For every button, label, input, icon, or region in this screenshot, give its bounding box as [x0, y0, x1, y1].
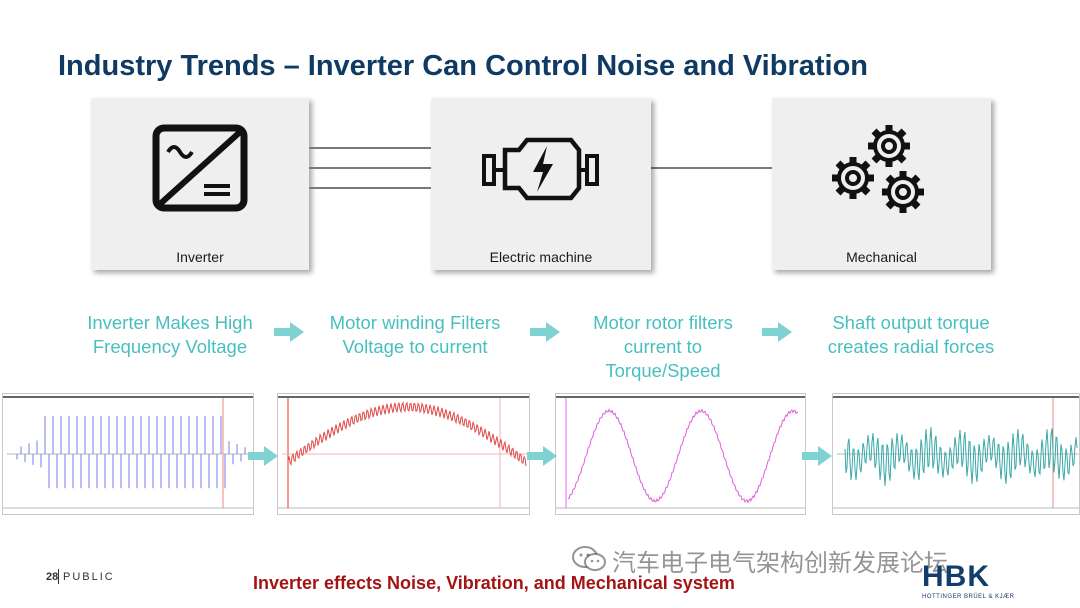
- electric-motor-icon: [481, 136, 601, 207]
- electric-machine-box: Electric machine: [431, 98, 651, 270]
- watermark: 汽车电子电气架构创新发展论坛: [572, 543, 948, 578]
- inverter-icon: [152, 124, 248, 217]
- classification-label: PUBLIC: [63, 571, 115, 583]
- step-line: Motor rotor filters: [593, 312, 733, 333]
- step-line: creates radial forces: [827, 336, 995, 357]
- inverter-box: Inverter: [91, 98, 309, 270]
- waveform-arrow-icon: [527, 446, 557, 466]
- inverter-label: Inverter: [176, 249, 224, 265]
- step-rotor-text: Motor rotor filters current to Torque/Sp…: [568, 311, 758, 383]
- page-title: Industry Trends – Inverter Can Control N…: [58, 50, 869, 82]
- wechat-icon: [572, 546, 606, 571]
- winding-current-waveform: [277, 393, 530, 515]
- step-line: current to: [623, 336, 703, 357]
- logo-subtitle: HOTTINGER BRÜEL & KJÆR: [922, 594, 1015, 600]
- step-inverter-text: Inverter Makes High Frequency Voltage: [70, 311, 270, 359]
- mechanical-box: Mechanical: [772, 98, 991, 270]
- watermark-text: 汽车电子电气架构创新发展论坛: [612, 549, 948, 577]
- step-arrow-icon: [274, 322, 304, 342]
- pwm-voltage-waveform: [2, 393, 254, 515]
- torque-speed-trace: [568, 408, 799, 504]
- step-line: Voltage to current: [342, 336, 488, 357]
- step-line: Torque/Speed: [605, 360, 721, 381]
- footnote: Inverter effects Noise, Vibration, and M…: [253, 573, 735, 593]
- waveform-arrow-icon: [802, 446, 832, 466]
- phase-wire-b: [309, 167, 431, 169]
- torque-speed-waveform: [555, 393, 806, 515]
- radial-force-trace: [844, 427, 1078, 486]
- footer-divider: [58, 569, 59, 584]
- step-winding-text: Motor winding Filters Voltage to current: [310, 311, 520, 359]
- mechanical-label: Mechanical: [846, 249, 917, 265]
- radial-force-waveform: [832, 393, 1080, 515]
- step-arrow-icon: [530, 322, 560, 342]
- page-number: 28: [46, 571, 59, 583]
- step-line: Inverter Makes High: [87, 312, 253, 333]
- phase-wire-c: [309, 187, 431, 189]
- pwm-voltage-trace: [16, 416, 246, 489]
- waveform-arrow-icon: [248, 446, 278, 466]
- hbk-logo: HBK HOTTINGER BRÜEL & KJÆR: [922, 560, 1032, 604]
- phase-wire-a: [309, 147, 431, 149]
- step-arrow-icon: [762, 322, 792, 342]
- gears-icon: [827, 120, 937, 225]
- shaft-line: [651, 167, 772, 169]
- step-line: Shaft output torque: [832, 312, 990, 333]
- logo-text: HBK: [922, 560, 990, 593]
- step-line: Frequency Voltage: [92, 336, 248, 357]
- winding-current-trace: [287, 400, 527, 467]
- step-line: Motor winding Filters: [329, 312, 501, 333]
- step-shaft-text: Shaft output torque creates radial force…: [806, 311, 1016, 359]
- electric-machine-label: Electric machine: [489, 249, 593, 265]
